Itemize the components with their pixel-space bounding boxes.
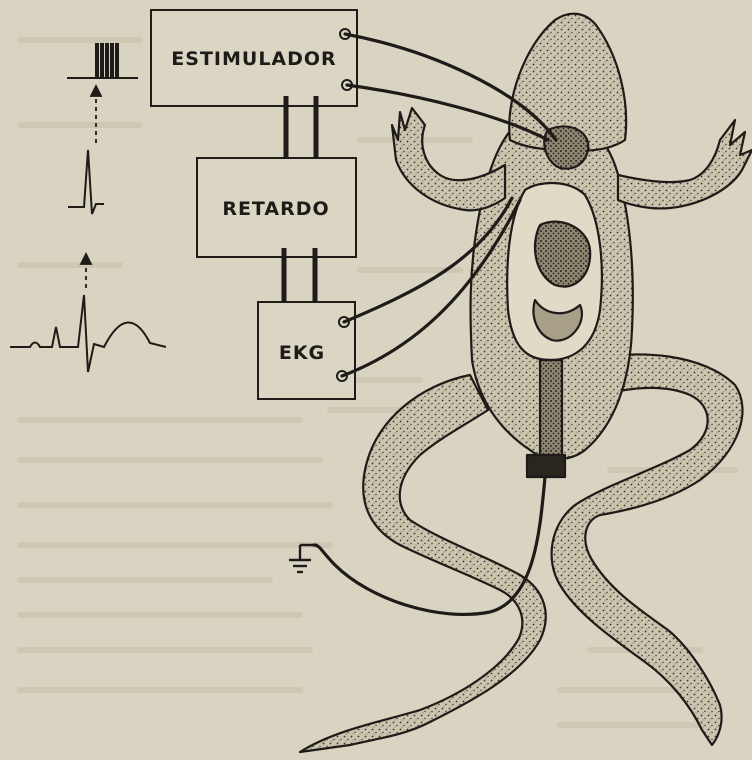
waveform-ekg-trace: [10, 295, 166, 372]
frog-electrode-plate: [527, 455, 565, 477]
ekg-label: EKG: [279, 342, 325, 364]
ekg-box: EKG: [258, 302, 355, 399]
waveform-action-potential: [68, 150, 104, 214]
frog-left-front-leg: [392, 108, 505, 210]
stimulator-label: ESTIMULADOR: [171, 48, 336, 70]
frog-right-front-leg: [618, 120, 752, 208]
ground-icon: [289, 545, 318, 572]
stimulator-box: ESTIMULADOR: [151, 10, 357, 106]
dashed-arrow-upper: [91, 86, 101, 143]
waveform-stimulus-train: [67, 44, 138, 78]
delay-box: RETARDO: [197, 158, 356, 257]
delay-label: RETARDO: [222, 198, 329, 220]
frog-spinal-strip: [540, 360, 562, 460]
dashed-arrow-lower: [81, 254, 91, 288]
frog-liver: [535, 222, 590, 287]
